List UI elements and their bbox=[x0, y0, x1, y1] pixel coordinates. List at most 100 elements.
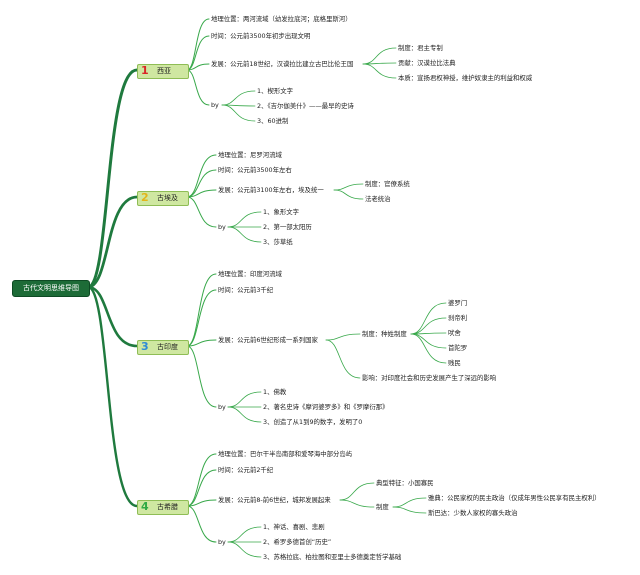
time-text: 时间：公元前3千纪 bbox=[218, 286, 274, 294]
location-text: 地理位置：两河流域（幼发拉底河；底格里斯河） bbox=[211, 15, 352, 23]
by-item: 3、苏格拉底、柏拉图和亚里士多德奠定哲学基础 bbox=[263, 553, 402, 561]
caste-item: 吠舍 bbox=[448, 329, 461, 337]
development-detail: 制度：君主专制 bbox=[398, 44, 443, 52]
by-item: 1、楔形文字 bbox=[257, 87, 294, 95]
number-badge-3: 3 bbox=[141, 340, 149, 353]
caste-item: 首陀罗 bbox=[448, 344, 468, 352]
sub-branch-connector bbox=[392, 497, 427, 508]
sub-branch-connector bbox=[339, 482, 375, 501]
development-text: 发展：公元前8-前6世纪，城邦发展起来 bbox=[218, 496, 331, 504]
sub-branch-connector bbox=[227, 541, 262, 558]
region-label: 西亚 bbox=[157, 67, 171, 75]
branch-connector bbox=[186, 154, 217, 198]
branch-connector bbox=[186, 505, 217, 543]
by-item: 3、创造了从1到9的数字，发明了0 bbox=[263, 418, 363, 426]
region-node-ancient-india[interactable]: 3 古印度 bbox=[137, 340, 189, 355]
trunk-connector bbox=[86, 195, 139, 289]
branch-connector bbox=[186, 289, 217, 347]
by-item: 1、神话、喜剧、悲剧 bbox=[263, 523, 325, 531]
region-node-ancient-egypt[interactable]: 2 古埃及 bbox=[137, 191, 189, 206]
sub-branch-connector bbox=[410, 317, 447, 335]
development-detail: 制度：官僚系统 bbox=[365, 180, 410, 188]
by-label: by bbox=[218, 223, 226, 231]
system-label: 制度 bbox=[376, 503, 389, 511]
number-badge-2: 2 bbox=[141, 191, 149, 204]
region-node-west-asia[interactable]: 1 西亚 bbox=[137, 64, 189, 79]
sub-branch-connector bbox=[362, 47, 397, 65]
region-label: 古希腊 bbox=[157, 503, 178, 511]
by-label: by bbox=[218, 538, 226, 546]
branch-connector bbox=[186, 35, 210, 71]
by-item: 3、莎草纸 bbox=[263, 238, 293, 246]
trunk-connector bbox=[86, 68, 139, 289]
sub-branch-connector bbox=[333, 189, 364, 200]
sub-branch-connector bbox=[227, 211, 262, 228]
time-text: 时间：公元前3500年左右 bbox=[218, 166, 292, 174]
sub-branch-connector bbox=[227, 406, 262, 423]
sub-branch-connector bbox=[410, 333, 447, 364]
branch-connector bbox=[186, 469, 217, 507]
location-text: 地理位置：巴尔干半岛南部和爱琴海中部分岛屿 bbox=[218, 450, 353, 458]
sub-branch-connector bbox=[227, 391, 262, 408]
development-text: 发展：公元前18世纪，汉谟拉比建立古巴比伦王国 bbox=[211, 60, 354, 68]
caste-item: 刹帝利 bbox=[448, 314, 468, 322]
number-badge-4: 4 bbox=[141, 500, 149, 513]
feature-text: 典型特征：小国寡民 bbox=[376, 479, 434, 487]
trunk-connector bbox=[86, 285, 139, 348]
caste-item: 婆罗门 bbox=[448, 299, 468, 307]
root-node[interactable]: 古代文明思维导图 bbox=[12, 280, 90, 297]
sub-branch-connector bbox=[221, 90, 256, 106]
branch-connector bbox=[186, 499, 217, 507]
development-text: 发展：公元前3100年左右，埃及统一 bbox=[218, 186, 324, 194]
influence-text: 影响：对印度社会和历史发展产生了深远的影响 bbox=[362, 374, 497, 382]
sub-branch-connector bbox=[227, 526, 262, 543]
sub-branch-connector bbox=[227, 226, 262, 243]
by-item: 2、《吉尔伽美什》——最早的史诗 bbox=[257, 102, 354, 110]
branch-connector bbox=[186, 345, 217, 408]
development-text: 发展：公元前6世纪形成一系列国家 bbox=[218, 336, 318, 344]
sub-branch-connector bbox=[333, 183, 364, 191]
sub-branch-connector bbox=[410, 302, 447, 335]
system-label: 制度：种姓制度 bbox=[362, 330, 407, 338]
trunk-connector bbox=[86, 285, 139, 508]
by-label: by bbox=[218, 403, 226, 411]
branch-connector bbox=[186, 63, 210, 71]
by-item: 2、第一部太阳历 bbox=[263, 223, 312, 231]
branch-connector bbox=[186, 18, 210, 71]
location-text: 地理位置：印度河流域 bbox=[218, 270, 282, 278]
region-node-ancient-greece[interactable]: 4 古希腊 bbox=[137, 500, 189, 515]
location-text: 地理位置：尼罗河流域 bbox=[218, 151, 282, 159]
time-text: 时间：公元前3500年初步出现文明 bbox=[211, 32, 311, 40]
development-detail: 本质：宣扬君权神授，维护奴隶主的利益和权威 bbox=[398, 74, 533, 82]
region-label: 古印度 bbox=[157, 343, 178, 351]
sub-branch-connector bbox=[325, 333, 361, 341]
by-label: by bbox=[211, 101, 219, 109]
sub-branch-connector bbox=[392, 506, 427, 514]
branch-connector bbox=[186, 189, 217, 198]
branch-connector bbox=[186, 69, 210, 106]
caste-item: 贱民 bbox=[448, 359, 461, 367]
sub-branch-connector bbox=[362, 63, 397, 79]
branch-connector bbox=[186, 169, 217, 198]
by-item: 2、希罗多德首创“历史” bbox=[263, 538, 332, 546]
time-text: 时间：公元前2千纪 bbox=[218, 466, 274, 474]
sub-branch-connector bbox=[410, 333, 447, 349]
by-item: 1、佛教 bbox=[263, 388, 287, 396]
by-item: 1、象形文字 bbox=[263, 208, 300, 216]
region-label: 古埃及 bbox=[157, 194, 178, 202]
branch-connector bbox=[186, 196, 217, 228]
branch-connector bbox=[186, 453, 217, 507]
sub-branch-connector bbox=[221, 104, 256, 122]
system-item: 斯巴达：少数人家权的寡头政治 bbox=[428, 509, 518, 517]
number-badge-1: 1 bbox=[141, 64, 149, 77]
sub-branch-connector bbox=[325, 339, 361, 379]
development-detail: 法老统治 bbox=[365, 195, 391, 203]
by-item: 3、60进制 bbox=[257, 117, 289, 125]
sub-branch-connector bbox=[339, 499, 375, 508]
development-detail: 贡献：汉谟拉比法典 bbox=[398, 59, 456, 67]
system-item: 雅典：公民家权的民主政治（仅成年男性公民享有民主权利） bbox=[428, 494, 601, 502]
by-item: 2、著名史诗《摩诃婆罗多》和《罗摩衍那》 bbox=[263, 403, 389, 411]
branch-connector bbox=[186, 339, 217, 347]
